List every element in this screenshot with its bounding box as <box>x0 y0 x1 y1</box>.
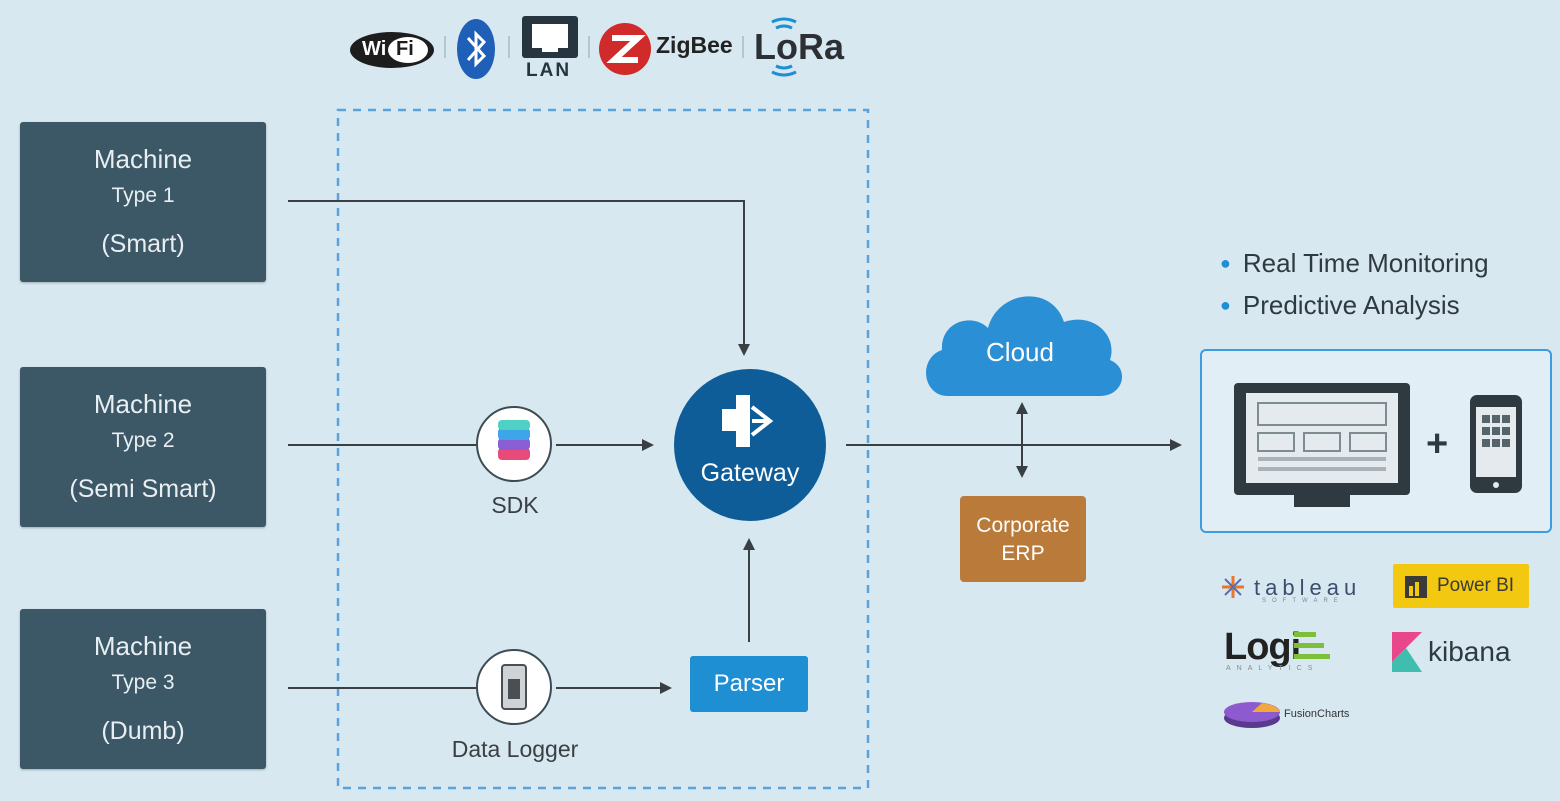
lora-label: LoRa <box>754 26 844 67</box>
machine-label: Machine <box>93 389 193 419</box>
smartphone-icon <box>1470 395 1522 493</box>
machine-type-3: Machine Type 3 (Dumb) <box>20 609 266 769</box>
bullet-icon: ● <box>1220 253 1231 273</box>
erp-line1: Corporate <box>976 514 1070 537</box>
zigbee-icon <box>599 23 651 75</box>
logi-sub: ANALYTICS <box>1226 665 1319 672</box>
divider <box>508 36 510 58</box>
machine-class: (Semi Smart) <box>69 475 217 503</box>
feature-text: Real Time Monitoring <box>1242 248 1489 278</box>
lan-label: LAN <box>526 60 572 81</box>
gateway-node: Gateway <box>674 369 826 521</box>
machine-type-2: Machine Type 2 (Semi Smart) <box>20 367 266 527</box>
machine-type-1: Machine Type 1 (Smart) <box>20 122 266 282</box>
dashboard-devices-panel: + <box>1200 349 1552 533</box>
divider <box>742 36 744 58</box>
power-bi-label: Power BI <box>1437 575 1515 596</box>
machine-type: Type 2 <box>111 429 175 452</box>
parser-node: Parser <box>690 656 808 712</box>
machine-label: Machine <box>93 144 193 174</box>
cloud-label: Cloud <box>986 337 1054 367</box>
logi-logo: Logi <box>1224 626 1301 668</box>
gateway-label: Gateway <box>700 459 800 487</box>
sdk-stack-icon <box>498 420 530 460</box>
kibana-icon <box>1392 632 1422 672</box>
kibana-logo: kibana <box>1428 636 1511 667</box>
data-logger-node <box>476 649 552 725</box>
divider <box>588 36 590 58</box>
fusioncharts-logo: FusionCharts <box>1284 708 1350 720</box>
feature-text: Predictive Analysis <box>1242 290 1460 320</box>
cloud-icon <box>926 296 1123 396</box>
network-boundary <box>336 108 870 790</box>
logi-bars-icon <box>1294 632 1330 659</box>
feature-item: ● Real Time Monitoring <box>1220 248 1489 279</box>
lora-signal-icon <box>771 17 797 77</box>
bullet-icon: ● <box>1220 295 1231 315</box>
wifi-text-left: Wi <box>362 38 387 60</box>
divider <box>444 36 446 58</box>
data-logger-label: Data Logger <box>451 736 579 762</box>
machine-type: Type 1 <box>111 184 175 207</box>
tableau-logo: tableau <box>1254 575 1362 600</box>
wifi-logo: Wi Fi <box>348 28 436 77</box>
lan-port-icon <box>522 16 578 58</box>
machine-class: (Dumb) <box>101 717 185 745</box>
bluetooth-icon <box>457 19 495 79</box>
feature-item: ● Predictive Analysis <box>1220 290 1460 321</box>
machine-label: Machine <box>93 631 193 661</box>
power-bi-icon <box>1405 576 1427 598</box>
machine-class: (Smart) <box>101 230 185 258</box>
wifi-text-right: Fi <box>396 38 414 60</box>
tableau-sub: SOFTWARE <box>1262 598 1344 604</box>
wifi-icon <box>350 32 434 68</box>
zigbee-label: ZigBee <box>656 32 733 58</box>
gateway-icon <box>722 395 774 447</box>
machine-type: Type 3 <box>111 671 175 694</box>
data-logger-icon <box>501 664 527 710</box>
sdk-node <box>476 406 552 482</box>
plus-sign: + <box>1426 423 1449 465</box>
erp-line2: ERP <box>1001 542 1045 565</box>
corporate-erp-node: Corporate ERP <box>960 496 1086 582</box>
sdk-label: SDK <box>491 492 539 518</box>
power-bi-logo: Power BI <box>1393 564 1529 608</box>
fusioncharts-icon <box>1224 702 1280 728</box>
tableau-icon <box>1222 576 1244 598</box>
monitor-icon <box>1234 383 1410 507</box>
wire-machine1-gateway <box>288 200 750 356</box>
